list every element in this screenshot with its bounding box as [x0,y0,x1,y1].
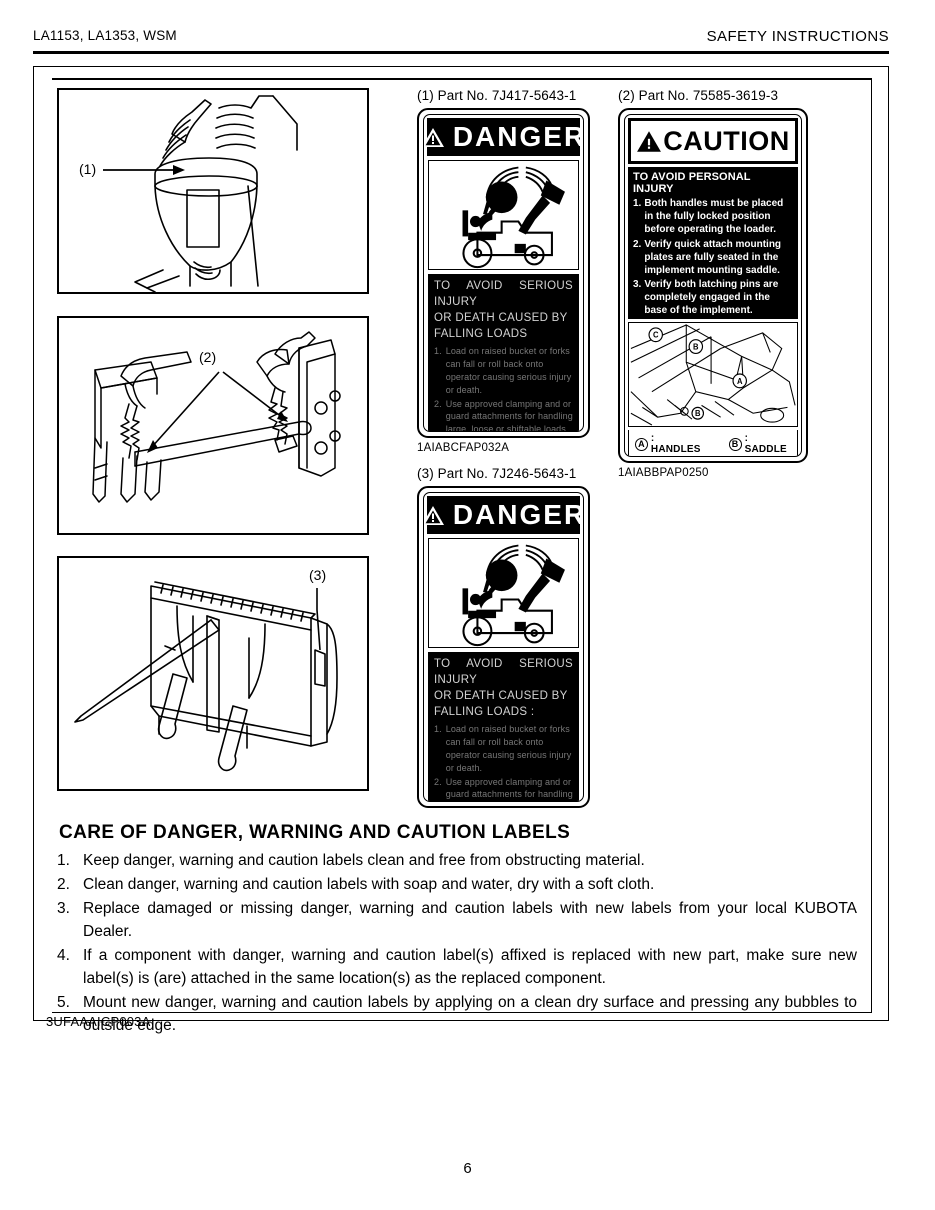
warning-triangle-icon [637,130,662,152]
decal-3-item: 2.Use approved clamping and or guard att… [434,776,573,800]
svg-text:(1): (1) [79,161,96,177]
decal-2-figure: C B A B [628,322,798,427]
content-inner-frame-top-rule [52,78,872,80]
loader-console-drawing: (1) [79,95,298,292]
page-header: LA1153, LA1353, WSM SAFETY INSTRUCTIONS [33,28,889,54]
decal-1-head-line-1: TO AVOID SERIOUS INJURY [434,280,573,308]
decal-1-code: 1AIABCFAP032A [417,442,510,454]
bale-spear-drawing: (3) [74,567,338,772]
legend-label-b: : SADDLE [744,433,787,455]
panel-2-callout: (2) [147,349,288,453]
svg-text:(3): (3) [309,567,326,583]
warning-triangle-icon [424,127,444,147]
decal-1-head-line-2: OR DEATH CAUSED BY [434,311,568,324]
decal-1-plate: DANGER [417,108,590,438]
care-section: CARE OF DANGER, WARNING AND CAUTION LABE… [57,822,857,1039]
decal-2-caption: (2) Part No. 75585-3619-3 [618,88,779,103]
svg-text:A: A [737,377,743,386]
decal-group-2: (2) Part No. 75585-3619-3 CAUTION TO AVO… [618,88,808,479]
decal-3-plate: DANGER [417,486,590,808]
decal-1-item: 2.Use approved clamping and or guard att… [434,398,573,432]
decal-2-item: 3.Verify both latching pins are complete… [633,279,779,316]
care-item-2: 2.Clean danger, warning and caution labe… [57,875,655,893]
panel-3-callout: (3) [309,567,326,651]
decal-2-signal-word: CAUTION [663,125,790,156]
decal-2-legend: A : HANDLES B : SADDLE C : MOUNTING PLAT… [628,430,798,456]
decal-3-head-line-3: FALLING LOADS : [434,705,535,718]
legend-circle-a: A [635,437,648,451]
illustration-panel-1: (1) [57,88,369,294]
header-rule [33,51,889,54]
decal-3-head-line-1: TO AVOID SERIOUS INJURY [434,658,573,686]
content-outer-frame [33,66,889,1021]
decal-2-text-block: TO AVOID PERSONAL INJURY 1.Both handles … [628,167,798,319]
sheet-code: 3UFAAAICP003A [46,1014,151,1029]
page-number: 6 [463,1160,472,1177]
decal-3-signal-word: DANGER [452,499,584,530]
legend-item-b: B : SADDLE [728,433,793,455]
decal-3-signal-banner: DANGER [424,496,583,534]
decal-2-item: 1.Both handles must be placed in the ful… [633,198,784,235]
illustration-panel-2: (2) [57,316,369,535]
svg-text:C: C [653,331,659,340]
decal-2-plate: CAUTION TO AVOID PERSONAL INJURY 1.Both … [618,108,808,463]
decal-2-item: 2.Verify quick attach mounting plates ar… [633,238,782,276]
decal-1-head-line-3: FALLING LOADS [434,327,528,340]
decal-1-signal-word: DANGER [452,121,584,152]
quick-attach-drawing: (2) [92,331,341,503]
warning-triangle-icon [424,505,444,525]
decal-3-item: 1.Load on raised bucket or forks can fal… [434,724,572,773]
legend-circle-b: B [728,437,742,451]
svg-text:B: B [693,342,699,351]
decal-2-head: TO AVOID PERSONAL INJURY [633,171,751,195]
falling-bale-pictogram [462,166,565,269]
decal-1-text-block: TO AVOID SERIOUS INJURY OR DEATH CAUSED … [428,274,579,432]
decal-3-head-line-2: OR DEATH CAUSED BY [434,689,568,702]
quick-attach-detail-drawing: C B A B [630,324,796,426]
decal-1-instruction-list: 1.Load on raised bucket or forks can fal… [434,345,573,432]
decal-1-item: 1.Load on raised bucket or forks can fal… [434,346,572,395]
illustration-panel-3: (3) [57,556,369,791]
decal-2-code: 1AIABBPAP0250 [618,467,709,479]
care-item-4: 4.If a component with danger, warning an… [57,946,857,987]
care-item-5: 5.Mount new danger, warning and caution … [57,993,857,1034]
panel-1-callout: (1) [79,161,185,177]
care-item-1: 1.Keep danger, warning and caution label… [57,852,645,869]
decal-3-caption: (3) Part No. 7J246-5643-1 [417,466,577,481]
decal-2-signal-banner: CAUTION [628,118,798,164]
decal-group-3: (3) Part No. 7J246-5643-1 DANGER [417,466,590,808]
header-model-text: LA1153, LA1353, WSM [33,28,177,43]
header-section-title: SAFETY INSTRUCTIONS [706,28,889,45]
decal-3-pictogram [428,538,579,648]
decal-group-1: (1) Part No. 7J417-5643-1 DANGER [417,88,590,454]
decal-1-signal-banner: DANGER [424,118,583,156]
decal-1-caption: (1) Part No. 7J417-5643-1 [417,88,577,103]
svg-text:B: B [695,409,701,418]
care-instruction-list: 1.Keep danger, warning and caution label… [57,850,857,1038]
decal-1-pictogram [428,160,579,270]
care-item-3: 3.Replace damaged or missing danger, war… [57,899,857,940]
falling-bale-pictogram [462,544,565,647]
decal-2-instruction-list: 1.Both handles must be placed in the ful… [633,197,793,317]
decal-3-text-block: TO AVOID SERIOUS INJURY OR DEATH CAUSED … [428,652,579,801]
decal-3-instruction-list: 1.Load on raised bucket or forks can fal… [434,723,573,801]
legend-label-a: : HANDLES [650,433,701,455]
care-section-title: CARE OF DANGER, WARNING AND CAUTION LABE… [59,822,571,843]
legend-item-a: A : HANDLES [635,433,707,455]
svg-text:(2): (2) [199,349,216,365]
